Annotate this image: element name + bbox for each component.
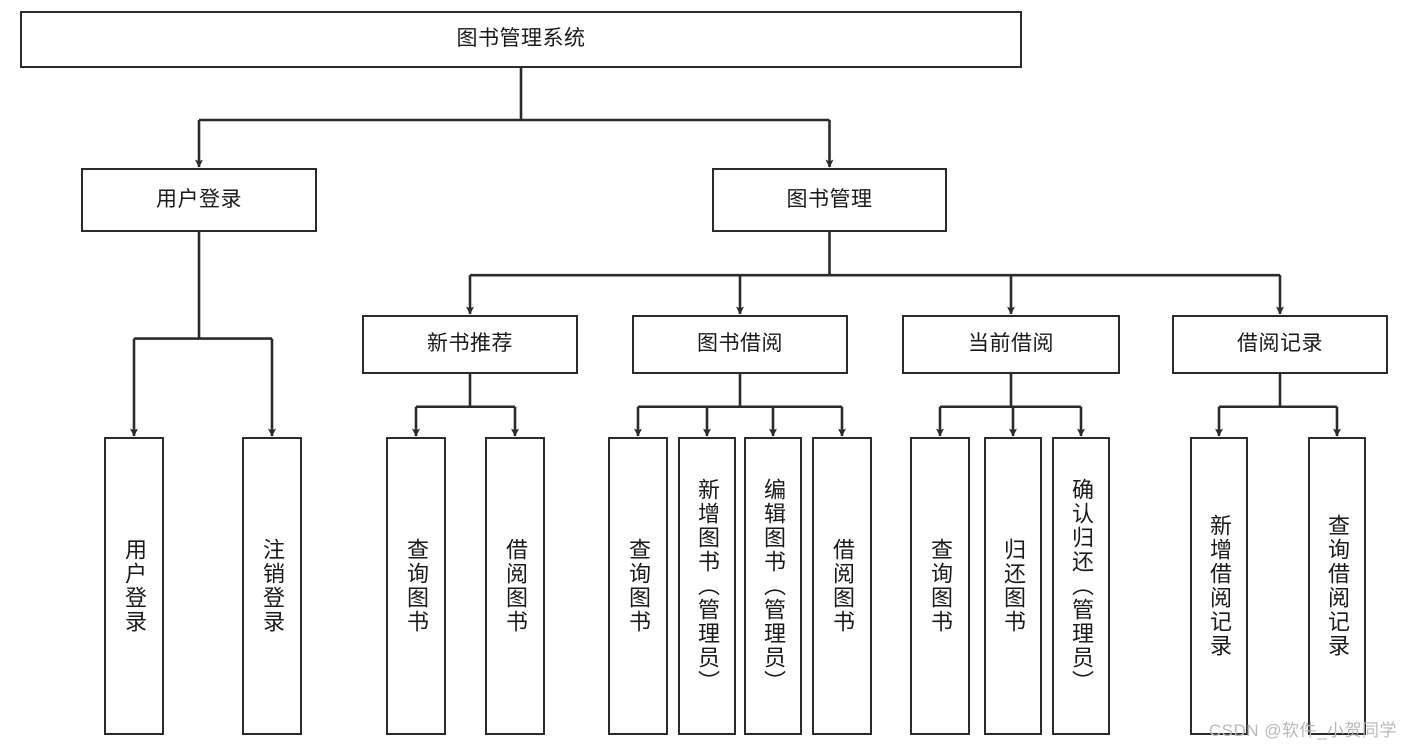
node-label: 新增借阅记录 <box>1207 514 1232 658</box>
node-leaf-confirm-return[interactable]: 确认归还（管理员） <box>1052 437 1110 735</box>
node-label: 当前借阅 <box>968 332 1054 356</box>
node-leaf-return-book[interactable]: 归还图书 <box>984 437 1042 735</box>
node-label: 查询图书 <box>626 538 651 634</box>
node-label: 用户登录 <box>156 187 242 211</box>
node-leaf-add-book[interactable]: 新增图书（管理员） <box>678 437 736 735</box>
node-root[interactable]: 图书管理系统 <box>20 11 1022 68</box>
node-leaf-query-book-3[interactable]: 查询图书 <box>910 437 970 735</box>
node-label: 查询图书 <box>404 538 429 634</box>
node-label: 图书管理系统 <box>456 27 586 51</box>
node-leaf-query-record[interactable]: 查询借阅记录 <box>1308 437 1366 735</box>
node-label: 图书管理 <box>786 187 873 211</box>
node-label: 新增图书（管理员） <box>695 478 720 694</box>
node-user-login[interactable]: 用户登录 <box>81 168 317 232</box>
node-borrow-record[interactable]: 借阅记录 <box>1172 315 1388 374</box>
node-label: 图书借阅 <box>697 332 783 356</box>
node-current-borrow[interactable]: 当前借阅 <box>902 315 1120 374</box>
node-label: 查询图书 <box>928 538 953 634</box>
node-leaf-add-record[interactable]: 新增借阅记录 <box>1190 437 1248 735</box>
node-label: 新书推荐 <box>427 332 513 356</box>
node-book-manage[interactable]: 图书管理 <box>712 168 947 232</box>
node-label: 查询借阅记录 <box>1325 514 1350 658</box>
node-label: 用户登录 <box>122 538 147 634</box>
node-book-borrow[interactable]: 图书借阅 <box>632 315 848 374</box>
node-label: 注销登录 <box>260 538 285 634</box>
node-new-book-rec[interactable]: 新书推荐 <box>362 315 578 374</box>
node-label: 编辑图书（管理员） <box>761 478 786 694</box>
node-leaf-logout[interactable]: 注销登录 <box>242 437 302 735</box>
node-leaf-borrow-book-1[interactable]: 借阅图书 <box>485 437 545 735</box>
watermark-text: CSDN @软件_小贺同学 <box>1208 721 1397 740</box>
node-leaf-user-login[interactable]: 用户登录 <box>104 437 164 735</box>
node-label: 归还图书 <box>1001 538 1026 634</box>
node-leaf-edit-book[interactable]: 编辑图书（管理员） <box>744 437 802 735</box>
node-leaf-query-book-2[interactable]: 查询图书 <box>608 437 668 735</box>
node-label: 确认归还（管理员） <box>1069 478 1094 694</box>
node-leaf-borrow-book-2[interactable]: 借阅图书 <box>812 437 872 735</box>
node-label: 借阅图书 <box>503 538 528 634</box>
node-leaf-query-book-1[interactable]: 查询图书 <box>386 437 446 735</box>
node-label: 借阅记录 <box>1237 332 1323 356</box>
node-label: 借阅图书 <box>830 538 855 634</box>
